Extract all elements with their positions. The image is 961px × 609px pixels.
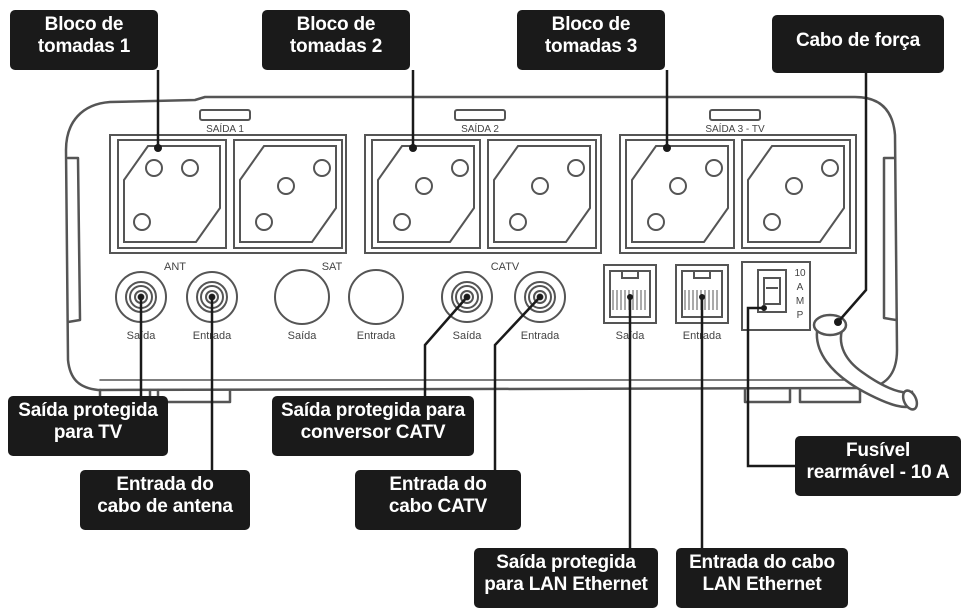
- device-foot-left-2: [156, 388, 232, 404]
- outlet-2b: [487, 139, 597, 249]
- power-cable: [812, 313, 919, 411]
- device-side-right: [882, 156, 898, 322]
- callout-entrada-antena: Entrada do cabo de antena: [80, 470, 250, 530]
- label-sat: SAT: [322, 261, 343, 273]
- coax-catv-saida: [441, 271, 493, 323]
- socket-block-3-frame: [619, 134, 857, 254]
- socket-block-1-tab: [199, 109, 251, 121]
- leader-entrada-catv: [493, 296, 541, 470]
- socket-block-2-frame: [364, 134, 602, 254]
- label-sat-entrada: Entrada: [357, 330, 396, 342]
- fuse-housing: [741, 261, 811, 331]
- label-saida-3: SAÍDA 3 - TV: [705, 122, 765, 135]
- label-saida-1: SAÍDA 1: [206, 122, 244, 135]
- label-saida-2: SAÍDA 2: [461, 122, 499, 135]
- device-side-left: [66, 156, 82, 324]
- outlet-1a: [117, 139, 227, 249]
- callout-bloco-tomadas-1: Bloco de tomadas 1: [10, 10, 158, 70]
- callout-saida-tv: Saída protegida para TV: [8, 396, 168, 456]
- label-catv: CATV: [491, 261, 520, 273]
- leader-fusivel: [746, 306, 800, 468]
- device-body-outline: [64, 95, 899, 392]
- callout-entrada-catv: Entrada do cabo CATV: [355, 470, 521, 530]
- fuse-label-p: P: [797, 310, 804, 321]
- callout-fusivel: Fusível rearmável - 10 A: [795, 436, 961, 496]
- sat-saida-port: [274, 269, 330, 325]
- label-catv-saida: Saída: [453, 330, 483, 342]
- callout-saida-catv: Saída protegida para conversor CATV: [272, 396, 474, 456]
- socket-block-2-tab: [454, 109, 506, 121]
- fuse-label-a: A: [797, 282, 804, 293]
- fuse-label-10: 10: [794, 268, 806, 279]
- label-catv-entrada: Entrada: [521, 330, 560, 342]
- leader-saida-catv: [423, 296, 468, 396]
- device-foot-right-2: [798, 388, 862, 404]
- outlet-3b: [741, 139, 851, 249]
- label-ant: ANT: [164, 261, 186, 273]
- outlet-3a: [625, 139, 735, 249]
- callout-bloco-tomadas-2: Bloco de tomadas 2: [262, 10, 410, 70]
- callout-entrada-lan: Entrada do cabo LAN Ethernet: [676, 548, 848, 608]
- leader-cabo: [837, 72, 868, 323]
- outlet-2a: [371, 139, 481, 249]
- socket-block-1-frame: [109, 134, 347, 254]
- callout-saida-lan: Saída protegida para LAN Ethernet: [474, 548, 658, 608]
- callout-bloco-tomadas-3: Bloco de tomadas 3: [517, 10, 665, 70]
- outlet-1b: [233, 139, 343, 249]
- label-sat-saida: Saída: [288, 330, 318, 342]
- coax-catv-entrada: [514, 271, 566, 323]
- fuse-label-m: M: [796, 296, 804, 307]
- callout-cabo-de-forca: Cabo de força: [772, 15, 944, 73]
- sat-entrada-port: [348, 269, 404, 325]
- device-foot-right: [743, 388, 792, 404]
- socket-block-3-tab: [709, 109, 761, 121]
